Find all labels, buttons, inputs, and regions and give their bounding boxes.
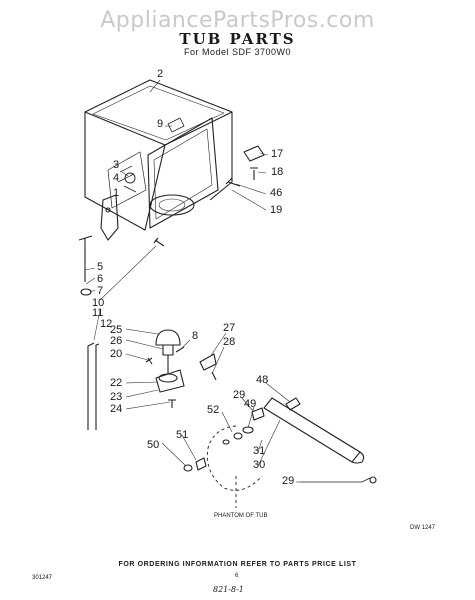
callout-52: 52 <box>207 404 220 416</box>
pump-cap <box>155 329 181 346</box>
phantom-label: PHANTOM OF TUB <box>214 513 268 519</box>
drawing-number: DW 1247 <box>410 525 436 531</box>
tub-top-face <box>84 79 233 146</box>
bracket-17 <box>243 145 265 162</box>
callout-1: 1 <box>113 187 120 199</box>
handwritten-signature: 821-8-1 <box>213 585 244 594</box>
callout-18: 18 <box>271 166 284 178</box>
callout-46: 46 <box>270 187 283 199</box>
callout-26: 26 <box>110 335 123 347</box>
callout-20: 20 <box>110 348 123 360</box>
tub-right-wall <box>209 112 233 201</box>
callout-3: 3 <box>113 159 120 171</box>
callout-31: 31 <box>253 445 266 457</box>
callout-11: 11 <box>92 307 104 319</box>
callout-9: 9 <box>157 118 164 130</box>
tub-left-wall <box>84 112 166 231</box>
clamp <box>199 353 217 371</box>
callout-29: 29 <box>233 389 246 401</box>
page-number: 6 <box>235 573 239 579</box>
callout-2: 2 <box>157 68 164 80</box>
callout-30: 30 <box>253 459 266 471</box>
callout-29-lower: 29 <box>282 475 295 487</box>
callout-28: 28 <box>223 336 236 348</box>
callout-48: 48 <box>256 374 269 386</box>
washer <box>80 288 92 296</box>
diagram-title: TUB PARTS <box>179 30 296 48</box>
drain-hose <box>87 342 100 430</box>
callout-19: 19 <box>270 204 283 216</box>
callout-8: 8 <box>192 330 199 342</box>
tub-front-frame <box>147 117 219 229</box>
watermark: AppliancePartsPros.com <box>100 8 375 33</box>
callout-17: 17 <box>271 148 284 160</box>
callout-4: 4 <box>113 172 120 184</box>
callout-7: 7 <box>97 285 104 297</box>
hinge-rod <box>78 235 93 282</box>
diagram-subtitle: For Model SDF 3700W0 <box>183 47 292 57</box>
doc-code: 301247 <box>32 575 53 581</box>
pump-bracket <box>155 369 185 393</box>
callout-51: 51 <box>176 429 189 441</box>
callout-23: 23 <box>110 391 123 403</box>
hinge-plate <box>100 194 119 241</box>
callout-27: 27 <box>223 322 236 334</box>
ordering-footer: FOR ORDERING INFORMATION REFER TO PARTS … <box>118 561 357 568</box>
callout-10: 10 <box>92 297 105 309</box>
callout-22: 22 <box>110 377 123 389</box>
callout-12: 12 <box>100 318 113 330</box>
callout-6: 6 <box>97 273 104 285</box>
spray-arm-tube <box>263 397 361 463</box>
vent-part <box>124 172 136 184</box>
callout-5: 5 <box>97 261 104 273</box>
callout-25: 25 <box>110 324 123 336</box>
tub-sump <box>149 194 195 216</box>
callout-50: 50 <box>147 439 160 451</box>
callout-24: 24 <box>110 403 123 415</box>
callout-49: 49 <box>244 398 257 410</box>
phantom-tub <box>206 425 263 491</box>
